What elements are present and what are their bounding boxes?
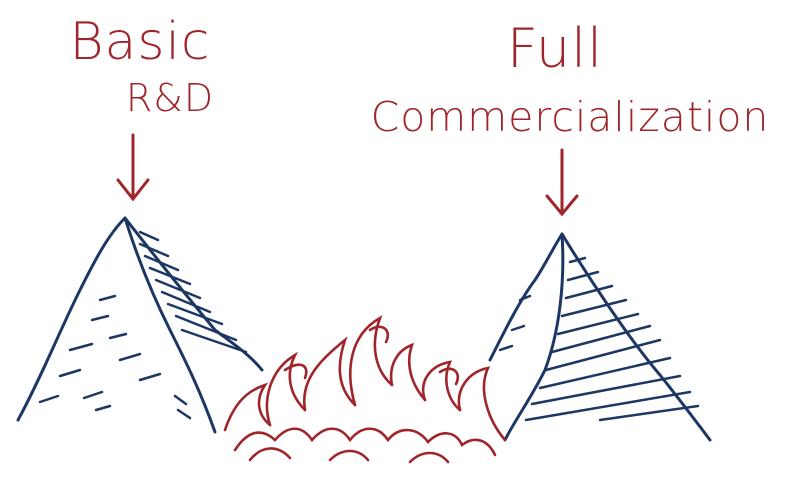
left-mountain [16,216,264,434]
rd-label: R&D [125,76,215,120]
arrows [116,133,579,217]
basic-label: Basic [69,12,211,72]
left-arrow-icon [116,133,150,202]
commercialization-label: Commercialization [370,93,770,141]
flames [223,315,507,464]
full-label: Full [506,17,604,80]
right-mountain [488,232,712,442]
right-arrow-icon [545,148,579,217]
